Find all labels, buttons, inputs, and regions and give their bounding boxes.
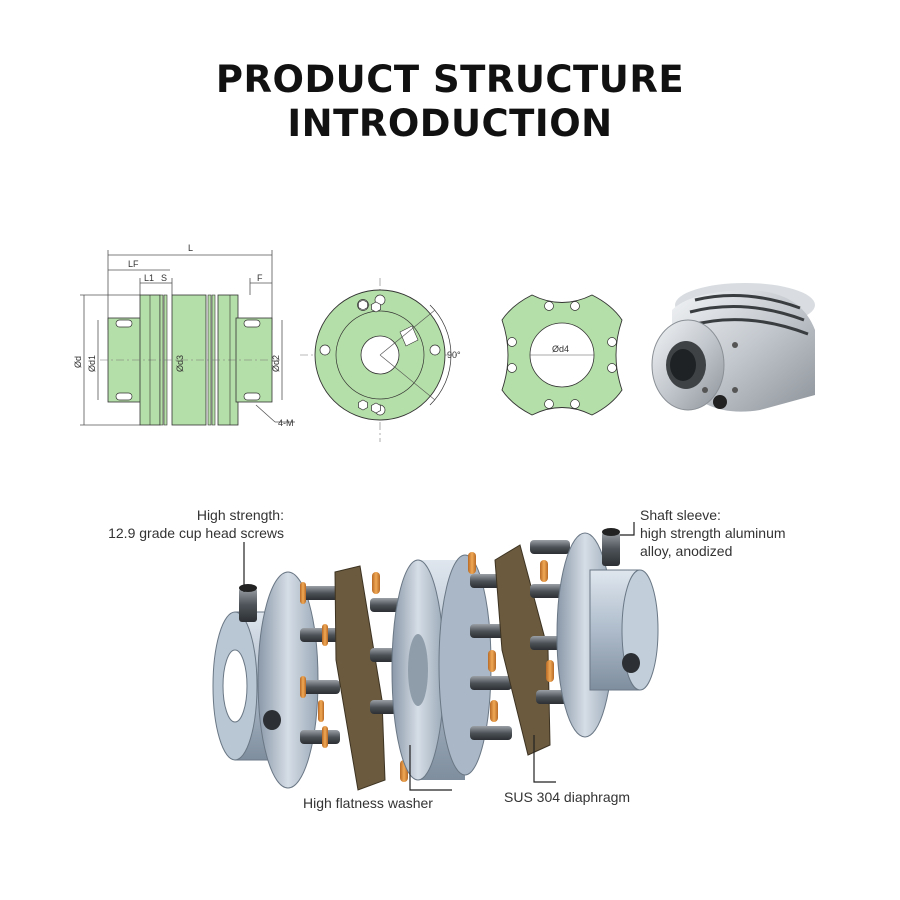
left-bolts-and-washers	[300, 582, 340, 748]
dim-S: S	[161, 273, 167, 283]
callout-screws-line-2: 12.9 grade cup head screws	[108, 525, 284, 541]
right-shaft-sleeve	[556, 528, 659, 738]
dim-F: F	[257, 273, 263, 283]
dim-bore-right: Ød2	[271, 355, 281, 372]
dim-LF: LF	[128, 259, 139, 269]
dim-diaphragm-diameter: Ød4	[552, 344, 569, 354]
callout-screws-line-1: High strength:	[196, 507, 284, 523]
left-diaphragm	[334, 565, 386, 791]
dim-middle-diameter: Ød3	[175, 355, 185, 372]
dim-angle: 90°	[447, 350, 461, 360]
page-title: PRODUCT STRUCTURE INTRODUCTION	[0, 58, 900, 146]
right-diaphragm	[494, 544, 551, 756]
dim-outer-diameter: Ød	[73, 356, 83, 368]
exploded-view	[212, 522, 659, 791]
left-shaft-sleeve	[212, 571, 319, 789]
callout-flatness-washer: High flatness washer	[303, 795, 433, 811]
callout-sleeve-line-2: high strength aluminum	[640, 525, 786, 541]
side-view-drawing: L LF L1 S F 4-M Ød Ød1 Ød3 Ød2	[73, 243, 295, 428]
callout-cup-head-screws: High strength: 12.9 grade cup head screw…	[108, 506, 284, 542]
diaphragm-drawing: Ød4	[501, 294, 623, 416]
callout-diaphragm: SUS 304 diaphragm	[504, 789, 631, 805]
dim-L: L	[188, 243, 193, 253]
center-spacer	[391, 554, 492, 781]
title-line-2: INTRODUCTION	[287, 102, 613, 145]
callout-sleeve-line-3: alloy, anodized	[640, 543, 733, 559]
front-view-drawing: 90°	[300, 278, 461, 442]
callout-shaft-sleeve: Shaft sleeve: high strength aluminum all…	[640, 506, 840, 560]
dim-bore-left: Ød1	[87, 355, 97, 372]
callout-sleeve-line-1: Shaft sleeve:	[640, 507, 721, 523]
title-line-1: PRODUCT STRUCTURE	[215, 58, 685, 101]
dim-screw-count: 4-M	[278, 418, 294, 428]
dim-L1: L1	[144, 273, 154, 283]
coupling-photo	[651, 283, 815, 412]
